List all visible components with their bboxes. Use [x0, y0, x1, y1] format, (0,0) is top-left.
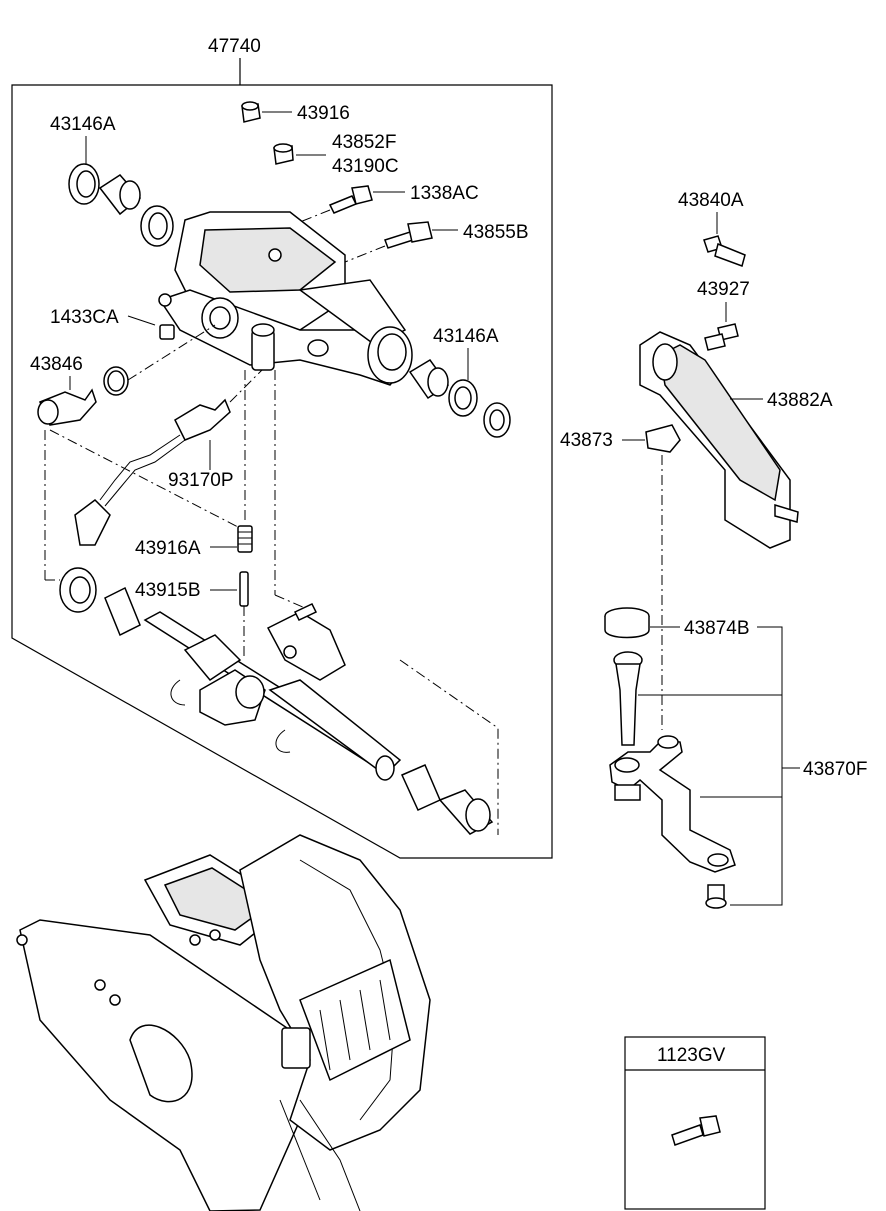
- label-1123GV[interactable]: 1123GV: [657, 1045, 726, 1066]
- label-43846[interactable]: 43846: [30, 354, 83, 375]
- label-43146A-mid[interactable]: 43146A: [433, 326, 499, 347]
- label-1433CA[interactable]: 1433CA: [50, 307, 119, 328]
- label-43190C[interactable]: 43190C: [332, 156, 399, 177]
- shift-housing: [158, 211, 413, 386]
- label-43873[interactable]: 43873: [560, 430, 613, 451]
- lever-43870F: [609, 735, 782, 873]
- plug-43852F: [273, 143, 294, 165]
- block-43873: [645, 424, 681, 453]
- label-43916A[interactable]: 43916A: [135, 538, 201, 559]
- label-1338AC[interactable]: 1338AC: [410, 183, 479, 204]
- bolt-43840A: [703, 235, 746, 267]
- o-ring: [103, 366, 129, 396]
- label-43855B[interactable]: 43855B: [463, 222, 529, 243]
- pin-shaft: [613, 651, 782, 746]
- assembly-box: [11, 58, 553, 859]
- cap-43874B: [604, 607, 650, 639]
- label-93170P[interactable]: 93170P: [168, 470, 234, 491]
- pin-bottom: [705, 884, 727, 909]
- bolt-43927: [704, 323, 739, 351]
- transmission-case: [16, 834, 431, 1211]
- label-43874B[interactable]: 43874B: [684, 618, 750, 639]
- sensor-93170P: [74, 398, 231, 546]
- label-43916[interactable]: 43916: [297, 103, 350, 124]
- plug-43846: [37, 388, 97, 426]
- seal-43146A-top: [68, 163, 174, 247]
- seal-43146A-mid: [408, 359, 511, 438]
- inset-box-1123GV: [624, 1036, 766, 1210]
- label-43927[interactable]: 43927: [697, 279, 750, 300]
- shift-shaft-assembly: [59, 567, 494, 835]
- label-43882A[interactable]: 43882A: [767, 390, 833, 411]
- pin-43915B: [239, 571, 249, 607]
- spring-43916A: [237, 525, 253, 553]
- label-43852F[interactable]: 43852F: [332, 132, 396, 153]
- pin-1433CA: [159, 324, 175, 340]
- label-43870F[interactable]: 43870F: [803, 759, 867, 780]
- label-43146A-top[interactable]: 43146A: [50, 114, 116, 135]
- label-47740[interactable]: 47740: [208, 36, 261, 57]
- lever-43882A: [639, 331, 799, 549]
- bolt-43855B: [384, 221, 433, 249]
- bolt-1338AC: [328, 185, 373, 214]
- plug-43916: [241, 101, 261, 123]
- label-43840A[interactable]: 43840A: [678, 190, 744, 211]
- label-43915B[interactable]: 43915B: [135, 580, 201, 601]
